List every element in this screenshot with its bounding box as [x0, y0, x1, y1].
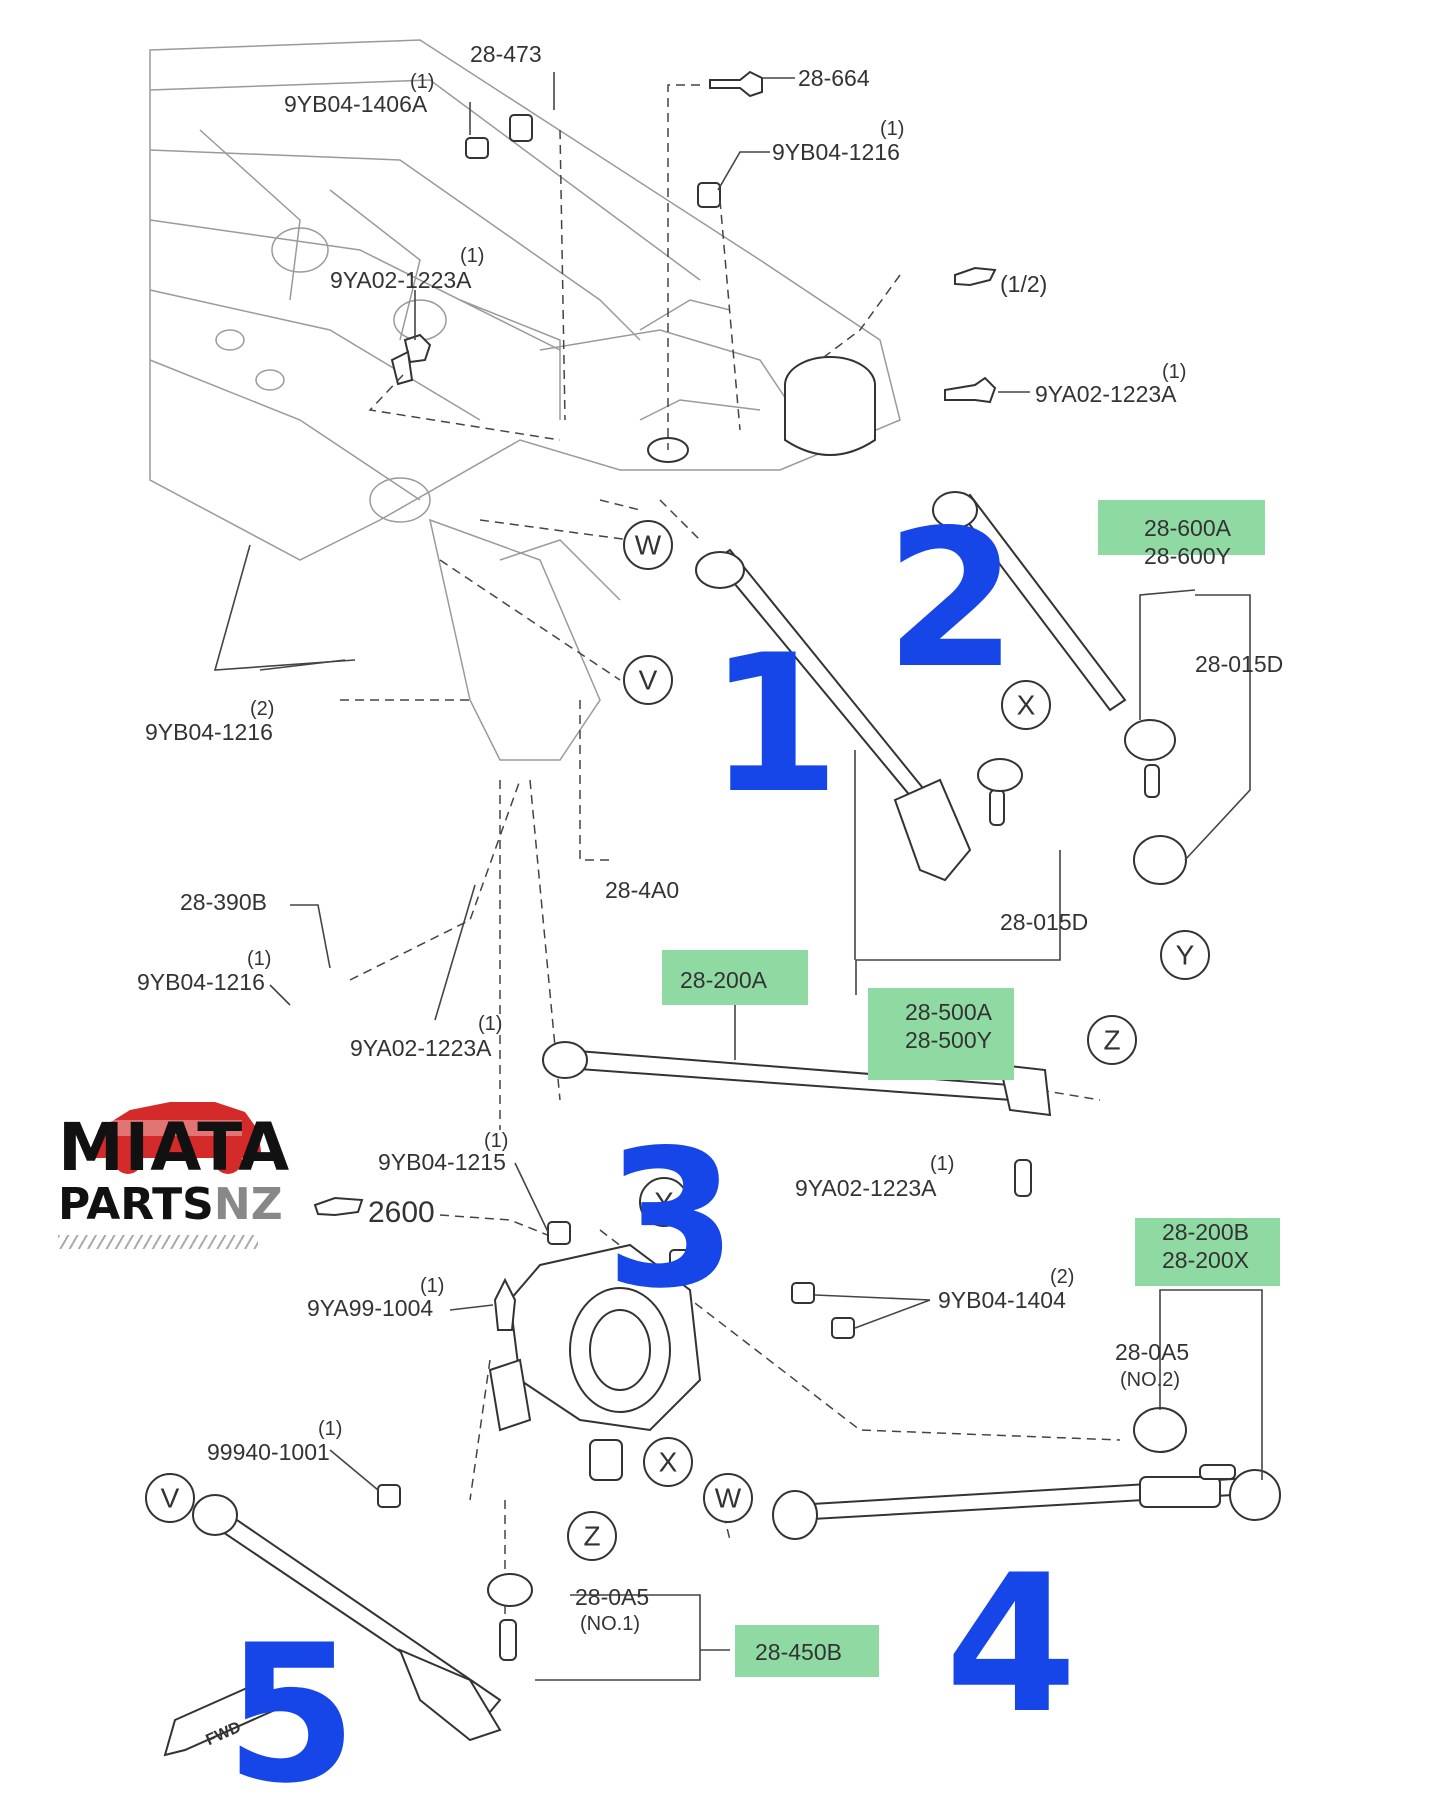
logo-car-icon [95, 1102, 262, 1174]
highlight-28-450b [735, 1625, 879, 1677]
hand-pointer-icon [313, 1196, 364, 1217]
label-9yb04-1216-low: 9YB04-1216 [137, 969, 265, 995]
marker-w-top: W [635, 530, 662, 561]
marker-w-bottom: W [715, 1483, 742, 1514]
label-9ya02-1223a-a: 9YA02-1223A [330, 267, 472, 293]
label-28-4a0: 28-4A0 [605, 877, 679, 903]
label-9yb04-1216-mid: 9YB04-1216 [145, 719, 273, 745]
annotation-1: 1 [708, 614, 840, 835]
label-qty-9ya02-1223a-c: (1) [478, 1013, 502, 1035]
logo-line2: PARTSNZ [58, 1179, 283, 1230]
label-28-015d-a: 28-015D [1195, 651, 1283, 677]
label-9yb04-1215: 9YB04-1215 [378, 1149, 506, 1175]
logo-line2a: PARTS [58, 1179, 214, 1230]
marker-v-bottom: V [161, 1483, 180, 1514]
highlight-28-200a [662, 950, 808, 1005]
marker-x-bottom: X [659, 1447, 678, 1478]
label-9yb04-1406a: 9YB04-1406A [284, 91, 428, 117]
label-9ya02-1223a-d: 9YA02-1223A [795, 1175, 937, 1201]
leader-lines [213, 72, 1263, 1681]
top-fasteners [390, 70, 997, 404]
label-28-473: 28-473 [470, 41, 542, 67]
pointer-icons [313, 266, 997, 1217]
annotation-2: 2 [885, 489, 1017, 710]
label-28-600y: 28-600Y [1144, 543, 1231, 569]
marker-v-top: V [639, 665, 658, 696]
label-9ya99-1004: 9YA99-1004 [307, 1295, 433, 1321]
label-28-500y: 28-500Y [905, 1027, 992, 1053]
label-qty-9yb04-1216-low: (1) [247, 948, 271, 970]
label-28-200a: 28-200A [680, 967, 768, 993]
marker-z-top: Z [1103, 1025, 1120, 1056]
logo-line2b: NZ [213, 1179, 283, 1230]
label-qty-9yb04-1404: (2) [1050, 1266, 1074, 1288]
logo-line1: MIATA [58, 1109, 291, 1186]
label-qty-9ya02-1223a-a: (1) [460, 245, 484, 267]
marker-x-top: X [1017, 690, 1036, 721]
highlight-28-200b [1135, 1218, 1280, 1286]
arms [163, 491, 1281, 1757]
label-qty-9yb04-1406a: (1) [410, 71, 434, 93]
label-qty-9yb04-1216-mid: (2) [250, 698, 274, 720]
highlight-boxes [662, 500, 1280, 1677]
label-ref-1-2: (1/2) [1000, 271, 1047, 297]
label-28-500a: 28-500A [905, 999, 993, 1025]
label-28-0a5-no2: 28-0A5 [1115, 1339, 1189, 1365]
label-9yb04-1404: 9YB04-1404 [938, 1287, 1066, 1313]
label-no1: (NO.1) [580, 1613, 640, 1635]
label-28-015d-b: 28-015D [1000, 909, 1088, 935]
highlight-28-600 [1098, 500, 1265, 555]
logo: MIATA PARTSNZ [58, 1109, 291, 1249]
label-28-200x: 28-200X [1162, 1247, 1249, 1273]
blue-annotations: 1 2 3 4 5 [225, 489, 1077, 1806]
annotation-3: 3 [605, 1109, 737, 1330]
label-qty-99940-1001: (1) [318, 1418, 342, 1440]
label-9yb04-1216-top: 9YB04-1216 [772, 139, 900, 165]
label-9ya02-1223a-b: 9YA02-1223A [1035, 381, 1177, 407]
label-28-390b: 28-390B [180, 889, 267, 915]
label-qty-9ya02-1223a-d: (1) [930, 1153, 954, 1175]
label-99940-1001: 99940-1001 [207, 1439, 330, 1465]
marker-y-bottom: Y [655, 1187, 674, 1218]
label-28-0a5-no1: 28-0A5 [575, 1584, 649, 1610]
label-qty-9yb04-1215: (1) [484, 1130, 508, 1152]
annotation-4: 4 [945, 1534, 1077, 1755]
label-28-200b: 28-200B [1162, 1219, 1249, 1245]
label-9ya02-1223a-c: 9YA02-1223A [350, 1035, 492, 1061]
label-no2: (NO.2) [1120, 1369, 1180, 1391]
label-ref-2600: 2600 [368, 1196, 435, 1229]
annotation-5: 5 [225, 1604, 357, 1806]
part-labels: 28-473 (1) 9YB04-1406A 28-664 (1) 9YB04-… [137, 41, 1283, 1749]
dashed-leaders [340, 84, 1121, 1620]
hand-pointer-icon [954, 266, 997, 287]
logo-stripes [58, 1235, 258, 1249]
label-28-664: 28-664 [798, 65, 870, 91]
label-qty-9ya99-1004: (1) [420, 1275, 444, 1297]
label-28-450b: 28-450B [755, 1639, 842, 1665]
label-qty-9ya02-1223a-b: (1) [1162, 361, 1186, 383]
label-28-600a: 28-600A [1144, 515, 1232, 541]
marker-z-bottom: Z [583, 1521, 600, 1552]
label-qty-9yb04-1216-top: (1) [880, 118, 904, 140]
highlight-28-500 [868, 988, 1014, 1080]
circle-markers: W V X Y Z Y X W V Z [145, 520, 1210, 1561]
marker-y-top: Y [1176, 940, 1195, 971]
